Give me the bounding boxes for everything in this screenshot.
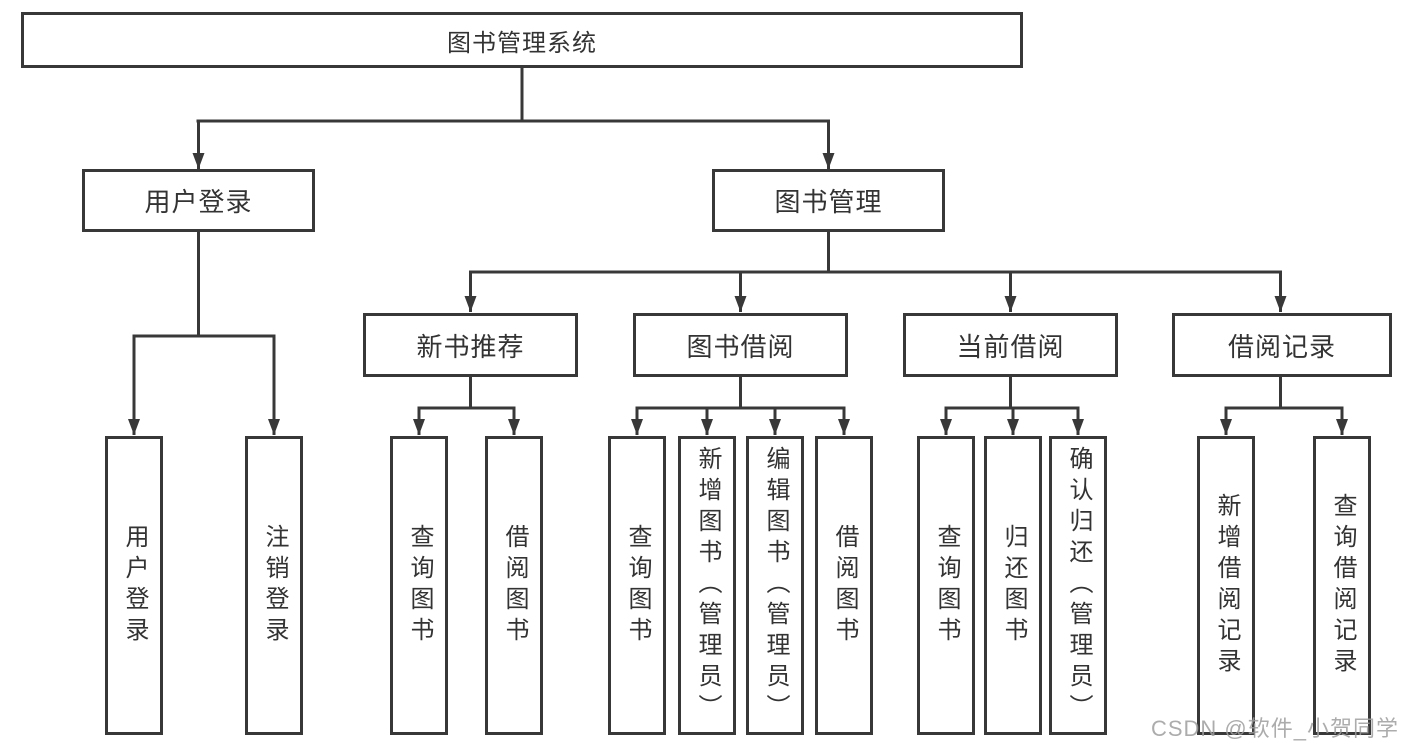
leaf-query-borrow-record-label: 查询借阅记录 — [1329, 492, 1356, 679]
node-book-borrow: 图书借阅 — [633, 313, 848, 377]
leaf-confirm-return-admin: 确认归还（管理员） — [1049, 436, 1107, 735]
node-borrow-records: 借阅记录 — [1172, 313, 1392, 377]
connector-new-book-recommend-branch — [413, 377, 520, 435]
leaf-return-book: 归还图书 — [984, 436, 1042, 735]
node-book-management: 图书管理 — [712, 169, 945, 232]
leaf-add-borrow-record: 新增借阅记录 — [1197, 436, 1255, 735]
leaf-add-book-admin-label: 新增图书（管理员） — [694, 446, 721, 725]
leaf-borrow-book-label: 借阅图书 — [831, 523, 858, 648]
leaf-add-book-admin: 新增图书（管理员） — [678, 436, 736, 735]
leaf-current-query-book-label: 查询图书 — [933, 523, 960, 648]
leaf-user-login: 用户登录 — [105, 436, 163, 735]
leaf-recommend-query-book-label: 查询图书 — [406, 523, 433, 648]
node-new-book-recommend: 新书推荐 — [363, 313, 578, 377]
connector-user-login-branch — [128, 232, 280, 435]
node-user-login: 用户登录 — [82, 169, 315, 232]
connector-book-borrow-branch — [631, 377, 850, 435]
leaf-edit-book-admin-label: 编辑图书（管理员） — [762, 446, 789, 725]
connector-current-borrow-branch — [940, 377, 1084, 435]
leaf-current-query-book: 查询图书 — [917, 436, 975, 735]
leaf-recommend-borrow-book-label: 借阅图书 — [501, 523, 528, 648]
leaf-user-login-label: 用户登录 — [121, 523, 148, 648]
connector-book-management-branch — [464, 232, 1287, 312]
connector-borrow-records-branch — [1220, 377, 1348, 435]
node-current-borrow: 当前借阅 — [903, 313, 1118, 377]
leaf-edit-book-admin: 编辑图书（管理员） — [746, 436, 804, 735]
leaf-logout-login-label: 注销登录 — [261, 523, 288, 648]
leaf-confirm-return-admin-label: 确认归还（管理员） — [1065, 446, 1092, 725]
leaf-return-book-label: 归还图书 — [1000, 523, 1027, 648]
leaf-add-borrow-record-label: 新增借阅记录 — [1213, 492, 1240, 679]
node-root-library-management-system: 图书管理系统 — [21, 12, 1023, 68]
leaf-logout-login: 注销登录 — [245, 436, 303, 735]
leaf-borrow-book: 借阅图书 — [815, 436, 873, 735]
leaf-recommend-borrow-book: 借阅图书 — [485, 436, 543, 735]
leaf-recommend-query-book: 查询图书 — [390, 436, 448, 735]
leaf-borrow-query-book: 查询图书 — [608, 436, 666, 735]
leaf-borrow-query-book-label: 查询图书 — [624, 523, 651, 648]
connector-root-branch — [192, 68, 835, 169]
leaf-query-borrow-record: 查询借阅记录 — [1313, 436, 1371, 735]
